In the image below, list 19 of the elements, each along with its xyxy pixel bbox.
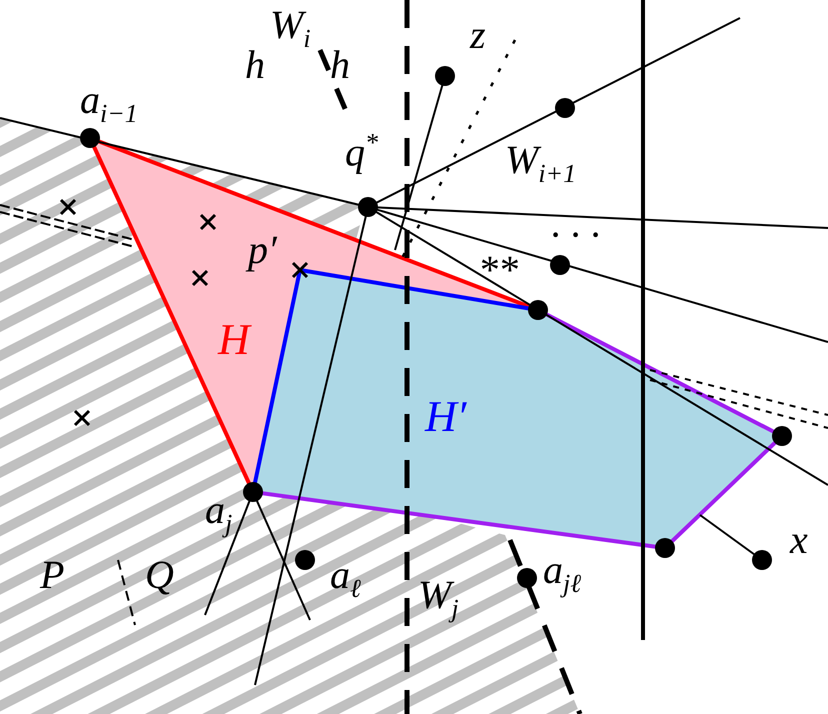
math-label: · · · xyxy=(550,215,600,255)
region-label: H′ xyxy=(425,395,466,439)
math-label: a$_{ℓ}$ xyxy=(330,555,361,602)
math-label: W$_{i}$ xyxy=(270,5,311,52)
math-label: P xyxy=(40,555,64,595)
math-label: h xyxy=(330,45,350,85)
math-label: q$^{*}$ xyxy=(345,130,378,172)
math-label: h xyxy=(245,45,265,85)
region-label: H xyxy=(218,318,250,362)
math-label: a$_{jℓ}$ xyxy=(543,550,582,597)
math-label: p′ xyxy=(248,230,277,270)
math-label: W$_{j}$ xyxy=(418,575,459,622)
math-label: x xyxy=(790,520,808,560)
math-label: Q xyxy=(145,555,174,595)
math-label: W$_{i+1}$ xyxy=(505,140,576,187)
math-label: ** xyxy=(478,250,518,290)
math-label: z xyxy=(470,15,486,55)
math-label: a$_{i−1}$ xyxy=(80,80,138,127)
math-label: a$_{j}$ xyxy=(205,490,232,537)
